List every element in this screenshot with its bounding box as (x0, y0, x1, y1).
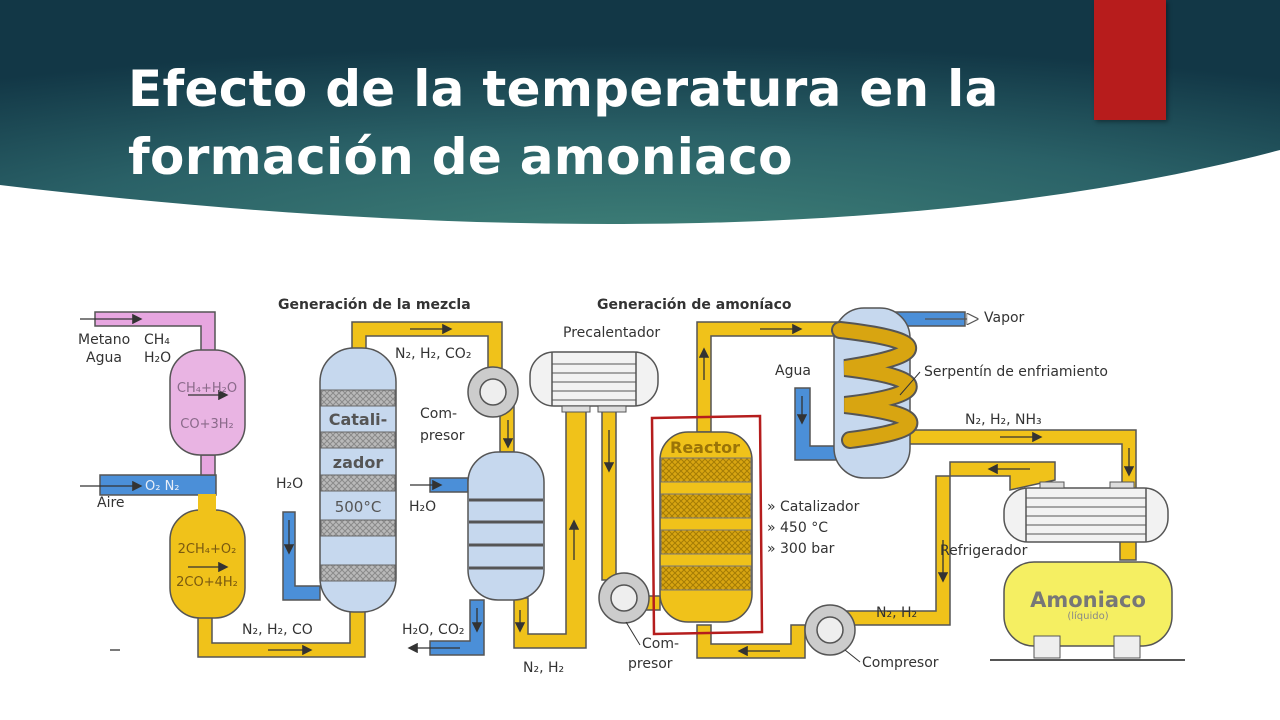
label-compresor-3: Compresor (862, 655, 939, 671)
reactor-spec-presion: » 300 bar (767, 541, 835, 557)
label-h2o-feed: H₂O (144, 350, 171, 366)
label-n2-h2-bottom: N₂, H₂ (523, 660, 564, 676)
refrigerator (1003, 481, 1169, 543)
reactor-highlight (650, 414, 764, 636)
ammonia-tank (990, 561, 1185, 661)
slide-title-line-1: Efecto de la temperatura en la (128, 60, 999, 118)
label-compresor-1b: presor (420, 428, 465, 444)
compressor-2 (598, 572, 650, 624)
label-n2-h2-co2: N₂, H₂, CO₂ (395, 346, 471, 362)
preheater (529, 351, 659, 413)
label-agua-coil: Agua (775, 363, 811, 379)
cooling-coil (831, 307, 919, 479)
label-metano: Metano (78, 332, 130, 348)
label-compresor-2b: presor (628, 656, 673, 672)
compressor-3 (804, 604, 856, 656)
label-agua: Agua (86, 350, 122, 366)
reactor-spec-catalizador: » Catalizador (767, 499, 860, 515)
label-o2-n2: O₂ N₂ (145, 479, 180, 494)
label-h2o-co2: H₂O, CO₂ (402, 622, 464, 638)
label-h2o-absorber: H₂O (409, 499, 436, 515)
reaction-1-left: CH₄+H₂O (177, 381, 237, 396)
label-compresor-2a: Com- (642, 636, 679, 652)
label-compresor-1a: Com- (420, 406, 457, 422)
label-n2-h2-nh3: N₂, H₂, NH₃ (965, 412, 1042, 428)
label-precalentador: Precalentador (563, 325, 660, 341)
label-ch4: CH₄ (144, 332, 170, 348)
compressor-1 (467, 366, 519, 418)
reaction-1-right: CO+3H₂ (180, 417, 233, 432)
label-vapor: Vapor (984, 310, 1025, 326)
slide-title-line-2: formación de amoniaco (128, 128, 793, 186)
section-label-mezcla: Generación de la mezcla (278, 297, 471, 313)
label-refrigerador: Refrigerador (940, 543, 1028, 559)
section-label-amoniaco: Generación de amoníaco (597, 297, 792, 313)
label-reactor: Reactor (670, 438, 740, 457)
reformer-1-vessel (169, 349, 246, 456)
label-aire: Aire (97, 495, 125, 511)
reaction-2-right: 2CO+4H₂ (176, 575, 238, 590)
label-n2-h2-co: N₂, H₂, CO (242, 622, 313, 638)
label-h2o-catalyst: H₂O (276, 476, 303, 492)
absorber-column (467, 451, 545, 601)
label-serpentin: Serpentín de enfriamiento (924, 364, 1108, 380)
header-background (0, 0, 1280, 225)
reactor-spec-temperatura: » 450 °C (767, 520, 828, 536)
label-liquido: (líquido) (1067, 610, 1108, 622)
label-amoniaco: Amoniaco (1030, 588, 1146, 612)
reaction-2-left: 2CH₄+O₂ (178, 542, 237, 557)
label-n2-h2-return: N₂, H₂ (876, 605, 917, 621)
label-catalizador-1: Catali- (329, 410, 388, 429)
accent-tab (1094, 0, 1166, 120)
label-500c: 500°C (335, 498, 382, 516)
reactor (650, 414, 764, 636)
flow-arrows (80, 313, 1135, 657)
label-catalizador-2: zador (333, 453, 384, 472)
reformer-2-vessel (169, 509, 246, 619)
